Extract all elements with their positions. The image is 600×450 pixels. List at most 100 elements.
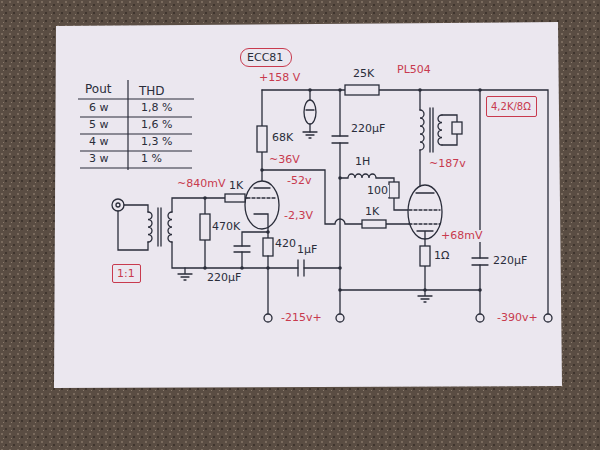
component-value: 100 [366, 185, 389, 197]
table-header: Pout [84, 82, 112, 96]
table-cell: 6 w [88, 102, 110, 114]
circuit-wires [112, 85, 552, 322]
wire [242, 232, 268, 314]
wire [262, 90, 548, 314]
component-value: 220µF [350, 123, 386, 135]
supply-terminal [264, 314, 272, 322]
wire [172, 242, 340, 268]
supply-terminal [336, 314, 344, 322]
component-value: 220µF [492, 255, 528, 267]
voltage-note: ~840mV [176, 178, 226, 190]
tube-anode [254, 187, 270, 188]
table-cell: 3 w [88, 153, 110, 165]
table-rule [80, 167, 192, 168]
component-value: 1µF [296, 244, 318, 256]
table-grid [78, 80, 194, 170]
table-rule [80, 150, 192, 151]
junction-dot [266, 230, 270, 234]
junction-dot [423, 288, 427, 292]
component-value: 1K [364, 206, 380, 218]
transformer-coil [148, 212, 152, 242]
tube-type-box: ECC81 [240, 48, 292, 67]
voltage-note: +68mV [440, 230, 483, 242]
table-cell: 1,8 % [140, 102, 173, 114]
table-rule [78, 98, 194, 99]
transformer-core [430, 108, 433, 152]
tube-type: PL504 [396, 64, 432, 76]
triode-symbol [245, 181, 279, 229]
tube-cathode [254, 214, 268, 238]
junction-dot [338, 288, 342, 292]
ground-symbol [303, 132, 317, 138]
tube-anode [416, 192, 434, 193]
junction-dot [478, 88, 482, 92]
input-jack [116, 203, 120, 207]
table-cell: 5 w [88, 119, 110, 131]
voltage-note: -2,3V [283, 210, 314, 222]
voltage-note: +158 V [258, 72, 301, 84]
choke-symbol [340, 174, 409, 210]
junction-dot [478, 288, 482, 292]
table-header: THD [138, 84, 166, 98]
table-cell: 1,6 % [140, 119, 173, 131]
resistor-symbol [263, 238, 273, 256]
node-text: ECC81 [247, 51, 285, 64]
regulator-tube [306, 109, 314, 110]
junction-dot [266, 266, 270, 270]
ground-symbol [178, 268, 192, 280]
wire [262, 170, 409, 224]
resistor-symbol [389, 182, 399, 198]
resistor-symbol [200, 214, 210, 240]
tube-grid [247, 197, 277, 198]
voltage-note: -390v+ [496, 312, 539, 324]
junction-dot [240, 266, 244, 270]
component-value: 470K [211, 221, 241, 233]
junction-dot [418, 88, 422, 92]
load-impedance-box: 4,2K/8Ω [486, 96, 537, 117]
wire [340, 90, 480, 314]
table-cell: 1,3 % [140, 136, 173, 148]
component-value: 1K [228, 180, 244, 192]
transformer-coil [438, 115, 442, 145]
junction-dot [260, 168, 264, 172]
wire [419, 90, 420, 186]
transformer-coil [420, 110, 424, 150]
voltage-note: -215v+ [280, 312, 323, 324]
resistor-symbol [420, 246, 430, 266]
resistor-symbol [362, 220, 386, 228]
resistor-symbol [225, 194, 245, 202]
junction-dot [338, 266, 342, 270]
capacitor-symbol [472, 258, 488, 265]
junction-dot [203, 266, 207, 270]
capacitor-symbol [234, 246, 250, 252]
junction-dot [338, 176, 342, 180]
table-rule [80, 133, 192, 134]
wire [118, 205, 148, 250]
paper-sheet [54, 22, 562, 388]
junction-dot [308, 88, 312, 92]
supply-terminal [476, 314, 484, 322]
voltage-note: -52v [286, 175, 312, 187]
component-value: 220µF [206, 272, 242, 284]
table-rule [127, 80, 128, 170]
tube-cathode [417, 231, 433, 290]
supply-terminal [544, 314, 552, 322]
component-value: 1Ω [433, 250, 450, 262]
junction-dot [203, 196, 207, 200]
capacitor-symbol [332, 136, 348, 143]
tube-grid [409, 210, 440, 224]
table-cell: 4 w [88, 136, 110, 148]
resistor-symbol [257, 126, 267, 152]
resistor-symbol [345, 85, 379, 95]
component-value: 68K [271, 132, 294, 144]
regulator-tube [304, 100, 316, 124]
node-text: 1:1 [117, 267, 136, 280]
voltage-note: ~36V [268, 154, 301, 166]
speaker-symbol [452, 122, 462, 134]
voltage-note: ~187v [428, 158, 467, 170]
